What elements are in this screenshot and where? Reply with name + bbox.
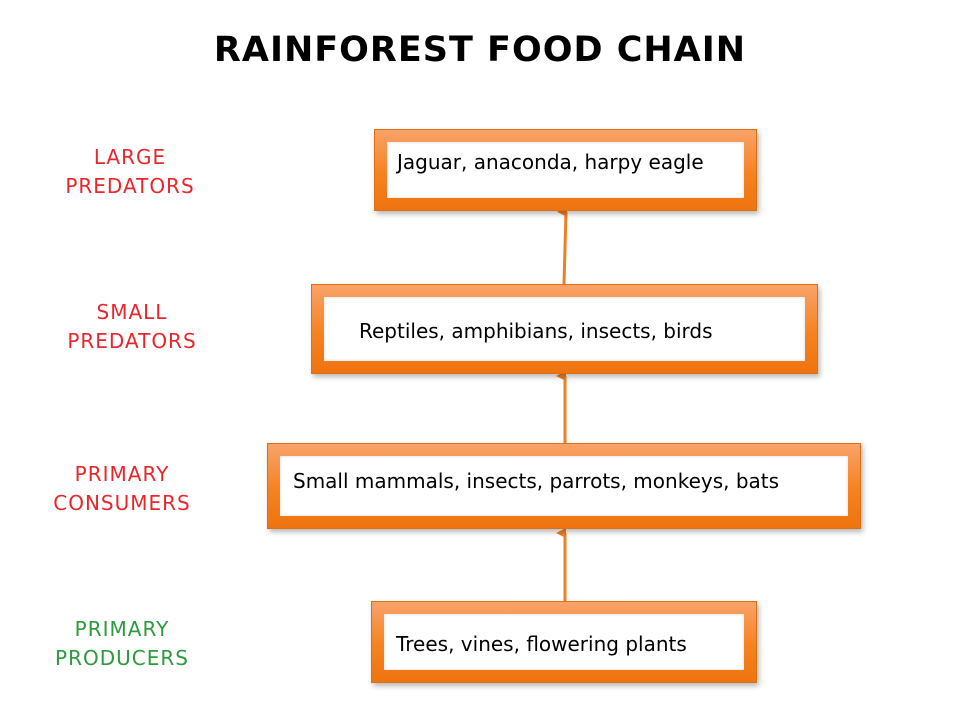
box-small-predators-inner [324,297,805,361]
level-label-large-predators: LARGE PREDATORS [65,145,195,198]
box-large-predators: Jaguar, anaconda, harpy eagle [374,129,757,211]
organisms-primary-producers: Trees, vines, flowering plants [396,632,687,656]
organisms-large-predators: Jaguar, anaconda, harpy eagle [397,150,704,174]
arrow-small-to-large-predators [557,207,568,285]
organisms-small-predators: Reptiles, amphibians, insects, birds [359,319,713,343]
level-label-primary-producers: PRIMARY PRODUCERS [55,617,189,670]
box-small-predators: Reptiles, amphibians, insects, birds [311,284,818,374]
diagram-title: RAINFOREST FOOD CHAIN [213,30,747,70]
box-large-predators-inner [387,142,744,198]
box-primary-consumers: Small mammals, insects, parrots, monkeys… [267,443,861,529]
level-label-primary-consumers: PRIMARY CONSUMERS [53,462,191,515]
box-primary-consumers-inner [280,456,848,516]
level-label-small-predators: SMALL PREDATORS [67,300,197,353]
organisms-primary-consumers: Small mammals, insects, parrots, monkeys… [293,469,780,493]
box-primary-producers-inner [384,614,744,670]
box-primary-producers: Trees, vines, flowering plants [371,601,757,683]
